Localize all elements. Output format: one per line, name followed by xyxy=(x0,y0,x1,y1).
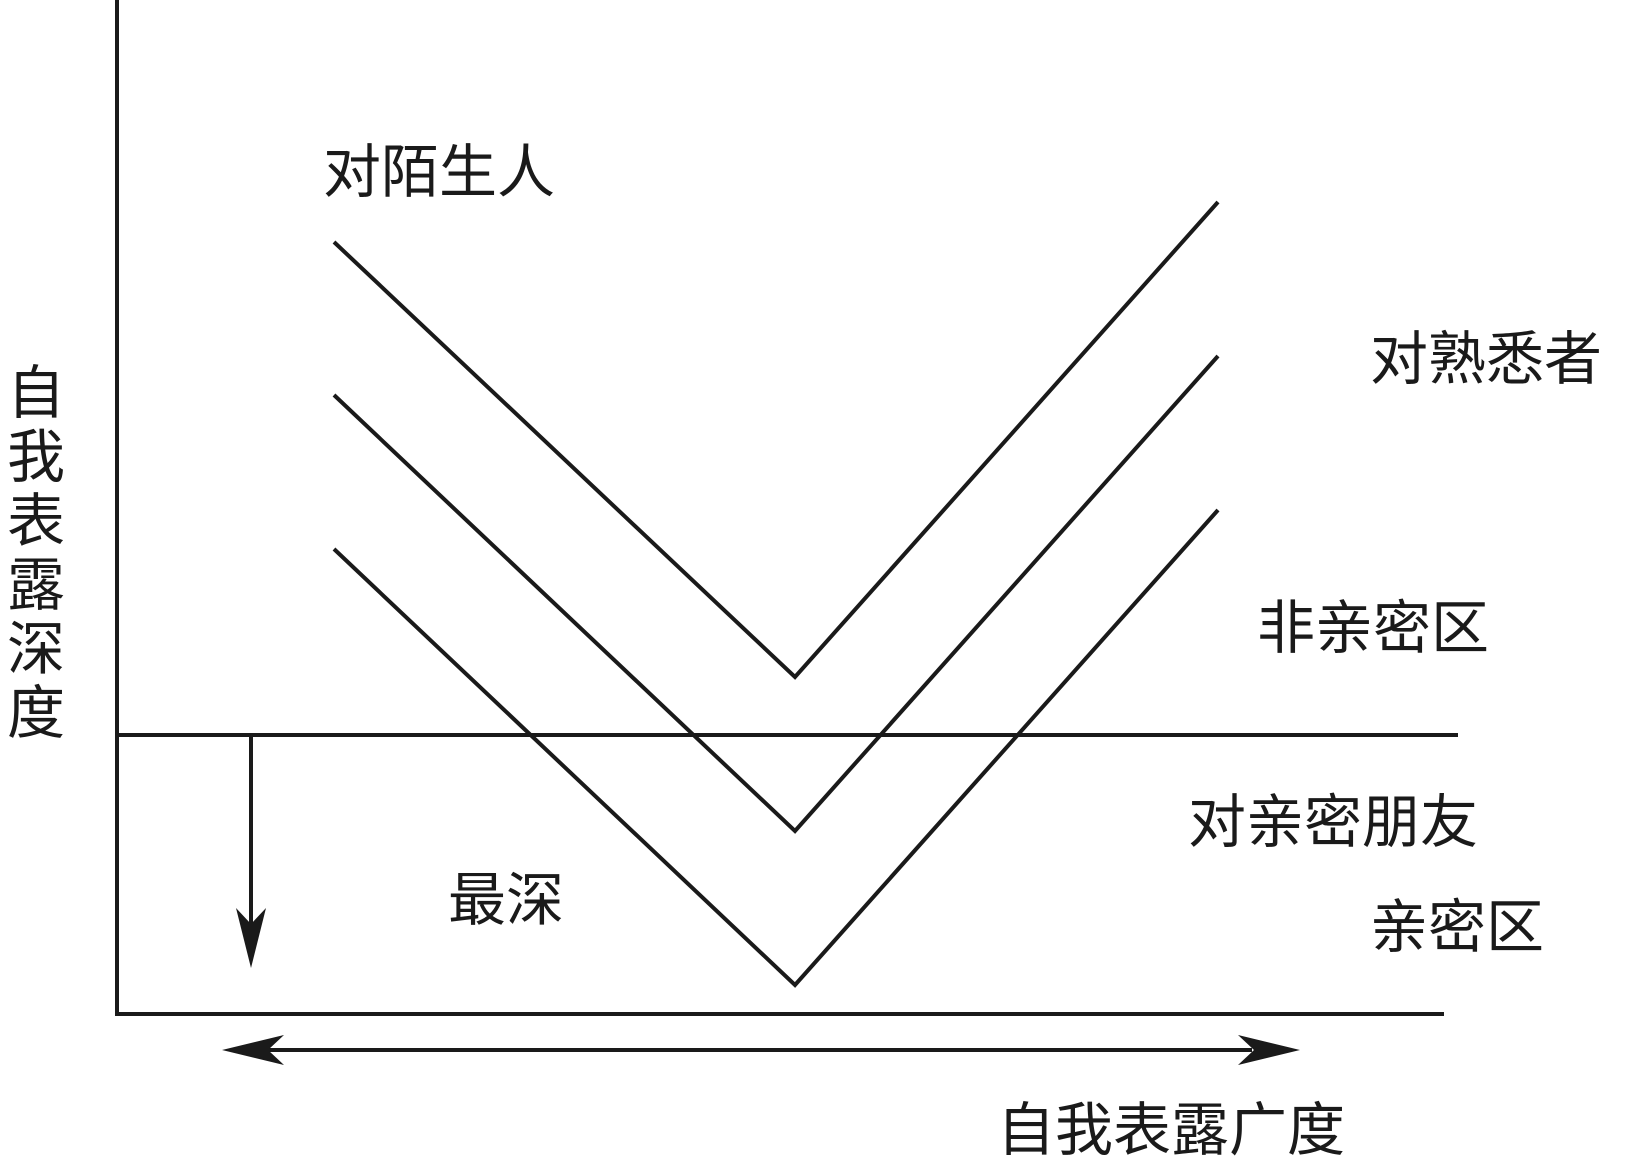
y-axis-title-char: 深 xyxy=(7,615,65,683)
y-axis-title-char: 表 xyxy=(7,487,65,555)
non-intimate-zone-label: 非亲密区 xyxy=(1257,594,1489,662)
depth-arrow-head-icon xyxy=(236,908,266,968)
stranger-label: 对陌生人 xyxy=(323,138,555,206)
close-friend-curve xyxy=(332,508,1220,988)
close-friend-label: 对亲密朋友 xyxy=(1188,788,1478,856)
breadth-arrow-right-head-icon xyxy=(1238,1035,1300,1065)
x-axis-title: 自我表露广度 xyxy=(997,1096,1345,1164)
breadth-arrow-left-head-icon xyxy=(222,1035,284,1065)
y-axis-title-char: 度 xyxy=(7,679,65,747)
deepest-label: 最深 xyxy=(448,866,564,934)
acquaintance-curve xyxy=(332,354,1220,834)
y-axis-title-char: 我 xyxy=(7,423,65,491)
y-axis-title-char: 自 xyxy=(7,359,65,427)
y-axis-title: 自我表露深度 xyxy=(7,359,65,747)
acquaintance-label: 对熟悉者 xyxy=(1370,325,1602,393)
stranger-curve xyxy=(332,200,1220,680)
intimate-zone-label: 亲密区 xyxy=(1370,893,1544,961)
y-axis-title-char: 露 xyxy=(7,551,65,619)
